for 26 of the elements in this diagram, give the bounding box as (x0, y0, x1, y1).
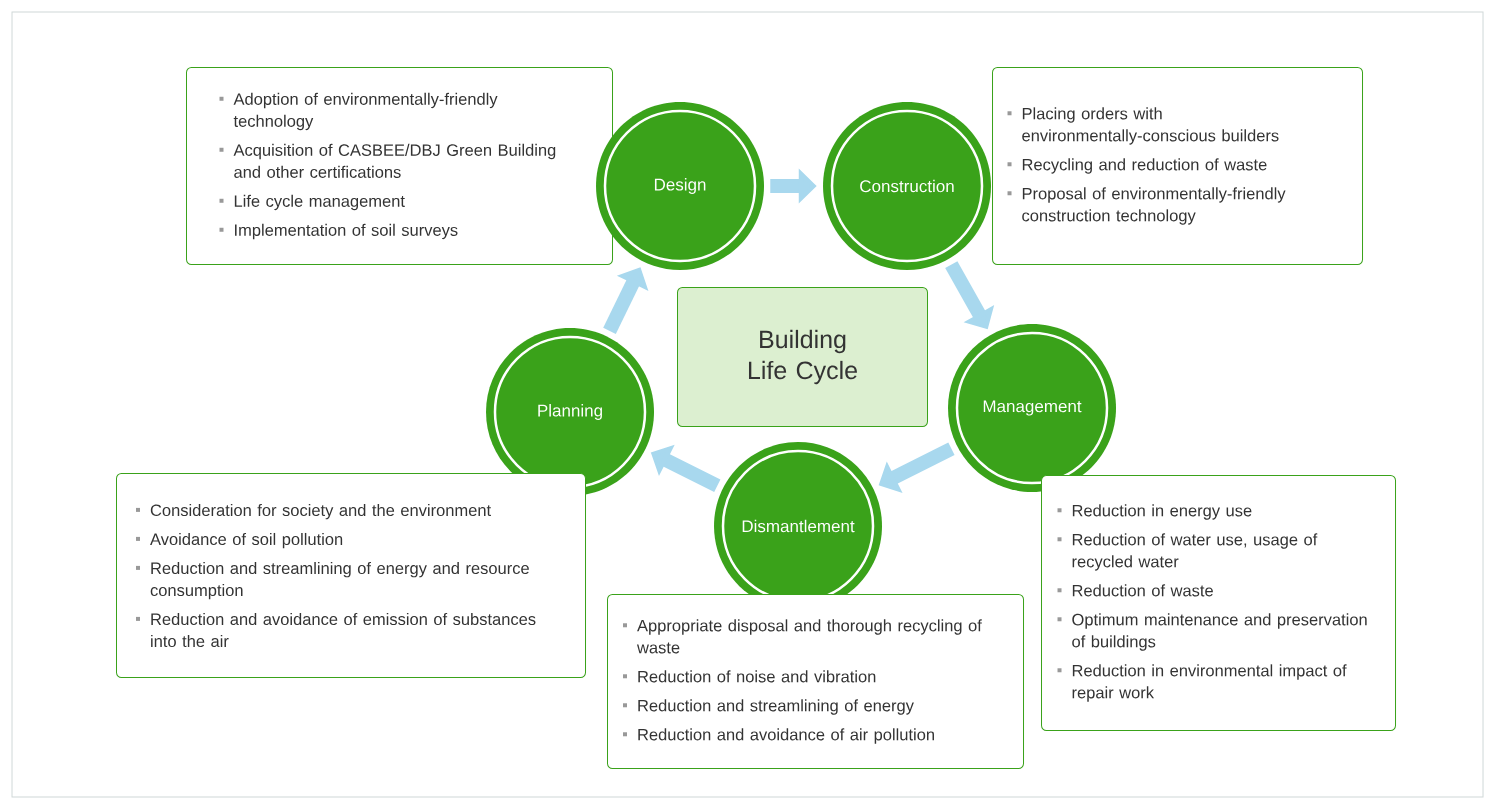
list-item: Reduction and streamlining of energy (623, 699, 914, 715)
list-box (607, 594, 1024, 769)
list-item: Avoidance of soil pollution (136, 532, 343, 549)
list-item: Consideration for society and the environment (136, 503, 491, 520)
list-item: Proposal of environmentally-friendly construction technology (1007, 187, 1286, 225)
list-box (116, 473, 586, 678)
list-box (1041, 475, 1396, 731)
list-item: Reduction of water use, usage of recycled water (1057, 533, 1318, 571)
list-box (186, 67, 613, 265)
list-item: Life cycle management (219, 194, 405, 211)
list-item: Acquisition of CASBEE/DBJ Green Building and other certifications (219, 143, 556, 178)
list-item: Reduction and avoidance of emission of substances into the air (136, 612, 536, 648)
list-item: Reduction in energy use (1057, 504, 1252, 520)
list-box (992, 67, 1363, 265)
list-item: Reduction in environmental impact of repair work (1057, 664, 1347, 702)
list-item: Reduction and avoidance of air pollution (623, 728, 934, 744)
list-item: Placing orders with environmentally-conscious builders (1007, 107, 1279, 145)
list-item: Adoption of environmentally-friendly technology (219, 92, 498, 131)
list-item: Reduction of noise and vibration (623, 670, 876, 683)
list-item: Recycling and reduction of waste (1007, 158, 1267, 174)
title-box: Building Life Cycle (677, 287, 928, 427)
list-item: Reduction of waste (1057, 584, 1213, 597)
list-item: Implementation of soil surveys (219, 223, 458, 240)
list-item: Reduction and streamlining of energy and resource consumption (136, 561, 529, 600)
list-item: Appropriate disposal and thorough recycling of waste (623, 619, 982, 654)
list-item: Optimum maintenance and preservation of buildings (1057, 613, 1367, 651)
